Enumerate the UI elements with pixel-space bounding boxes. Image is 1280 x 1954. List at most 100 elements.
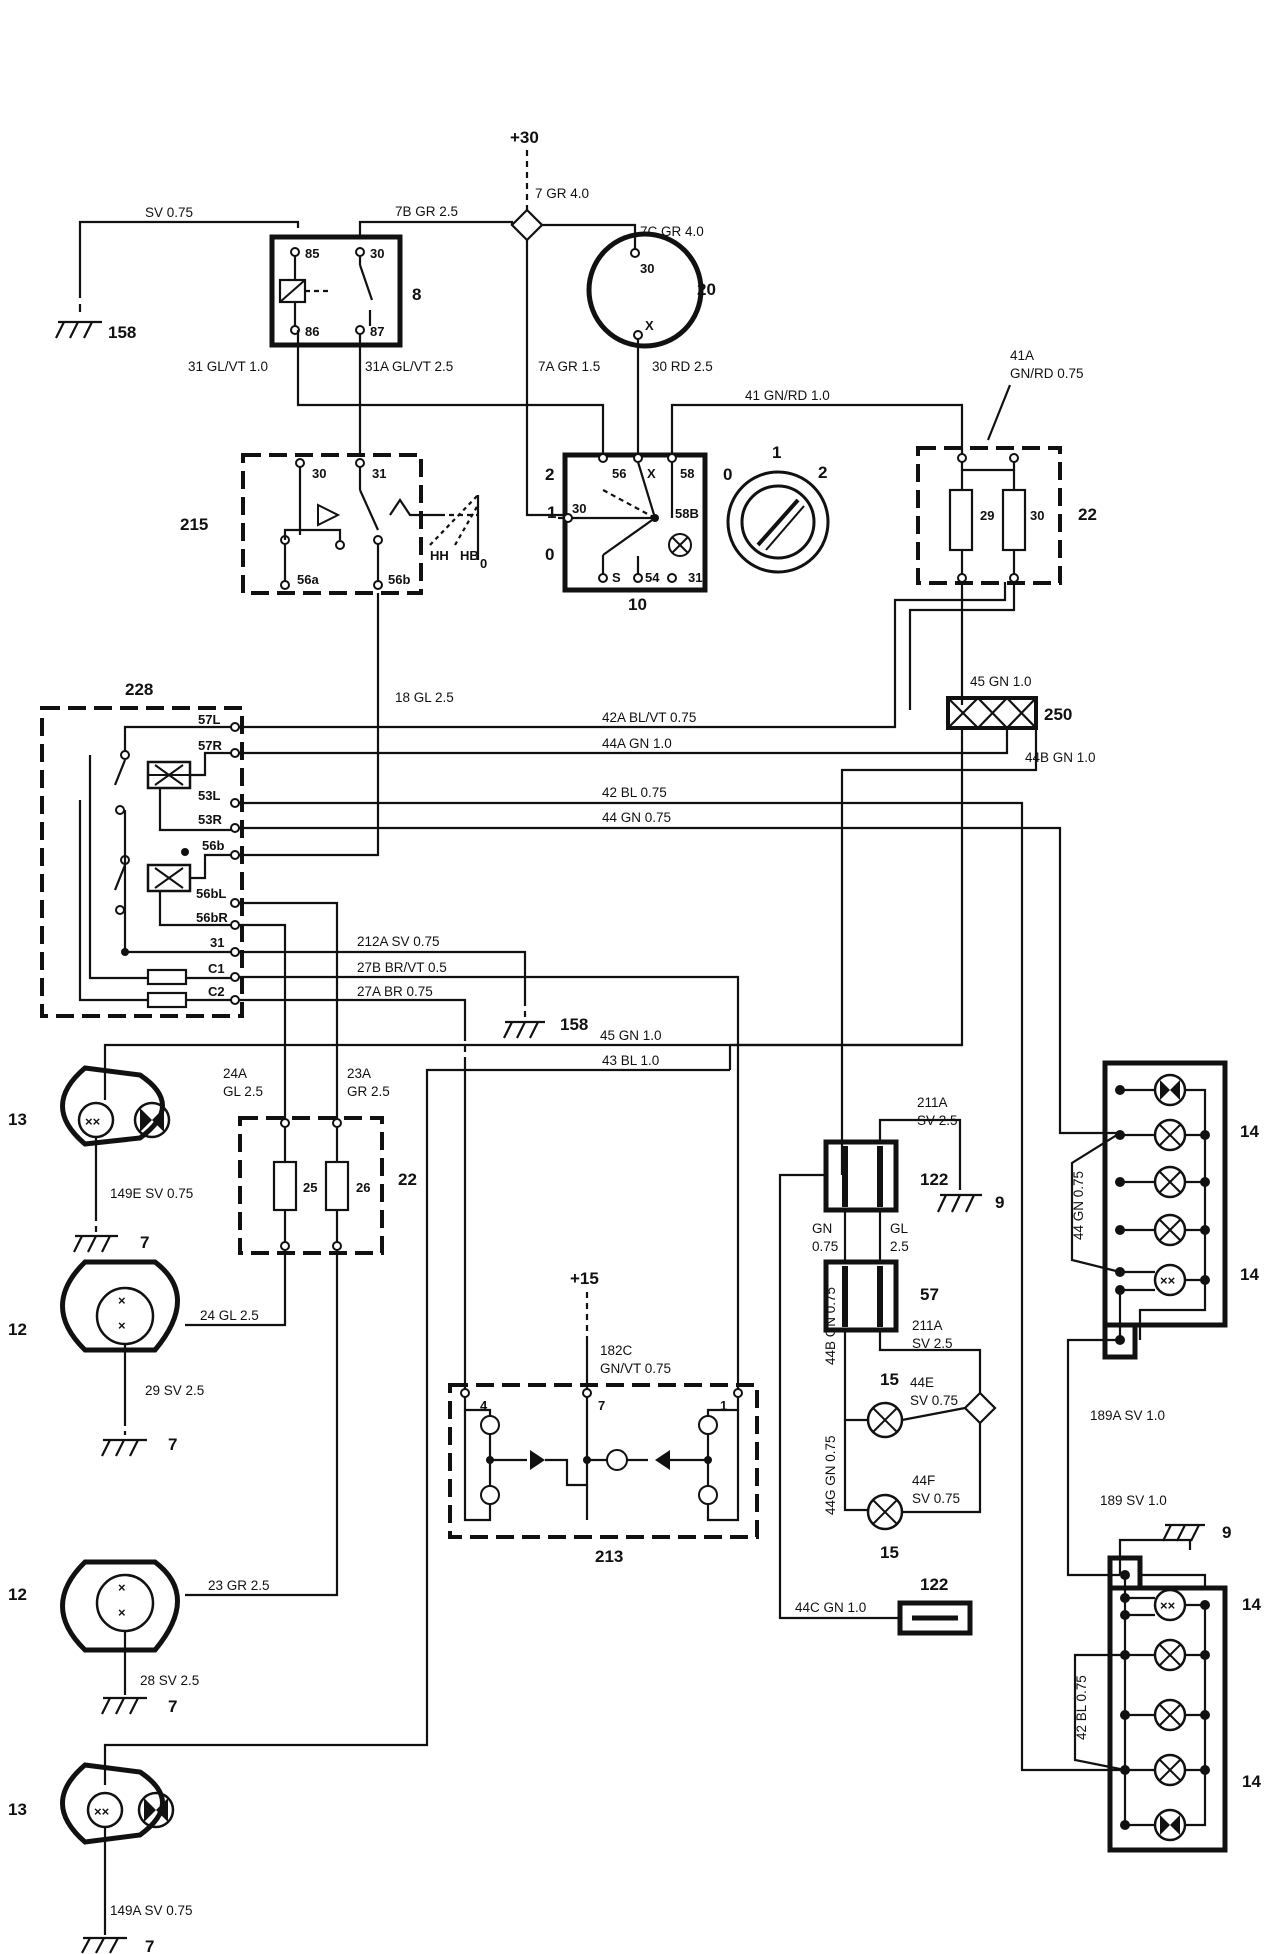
- wire-44-loop: [1070, 1132, 1121, 1274]
- sw10-pin-S: S: [612, 570, 621, 585]
- wire-27A: [239, 998, 467, 1035]
- wire-27A-label: 27A BR 0.75: [357, 984, 433, 999]
- ground-symbol-158-top: [55, 320, 102, 339]
- connector-122-lower: [897, 1600, 973, 1636]
- wire-45-down: [730, 728, 964, 1047]
- ground-7-c: [101, 1696, 147, 1715]
- fuse-25: 25: [303, 1180, 317, 1195]
- pin-C2: C2: [208, 984, 225, 999]
- motor-pin-X: X: [645, 318, 654, 333]
- ground-7-b: [101, 1438, 147, 1457]
- wire-24A-color: GL 2.5: [223, 1084, 263, 1099]
- ground-7-d: [81, 1936, 127, 1954]
- fusebox-22-top: [916, 446, 1062, 585]
- pin-56bR: 56bR: [196, 910, 228, 925]
- wire-189A: [1066, 1338, 1120, 1577]
- wire-189A-label: 189A SV 1.0: [1090, 1408, 1165, 1423]
- pin-56b: 56b: [202, 838, 224, 853]
- ground-9-b: [1162, 1523, 1205, 1542]
- lamp-14-b-label: 14: [1240, 1265, 1259, 1284]
- pin-53L: 53L: [198, 788, 220, 803]
- wire-18: [232, 593, 380, 857]
- wire-189-label: 189 SV 1.0: [1100, 1493, 1167, 1508]
- connector-250-label: 250: [1044, 705, 1072, 724]
- ground-9-b-label: 9: [1222, 1523, 1231, 1542]
- switch-pos-HH: HH: [430, 548, 449, 563]
- wire-sv075-top: [78, 220, 300, 290]
- pin-31: 31: [210, 935, 224, 950]
- fuse-30: 30: [1030, 508, 1044, 523]
- wire-56bR: [239, 923, 287, 1120]
- motor-20-label: 20: [697, 280, 716, 299]
- wire-44E-label: 44E: [910, 1375, 934, 1390]
- lamp-12-upper-label: 12: [8, 1320, 27, 1339]
- switch-pin-31: 31: [372, 466, 386, 481]
- wire-44F-label: 44F: [912, 1473, 935, 1488]
- ground-7-c-label: 7: [168, 1697, 177, 1716]
- wire-44B: [840, 728, 1038, 1140]
- wire-211A-lower-label: 211A: [912, 1318, 943, 1333]
- lamp-cluster-14-lower: [1107, 1585, 1228, 1853]
- svg-text:×: ×: [118, 1580, 126, 1595]
- lamp-14-d-label: 14: [1242, 1772, 1261, 1791]
- wire-211A-lower-color: SV 2.5: [912, 1336, 953, 1351]
- wire-44B-vertical-label: 44B GN 0.75: [823, 1287, 838, 1365]
- motor-20: [586, 231, 704, 349]
- wire-gl-b: 2.5: [890, 1239, 909, 1254]
- wire-45-label: 45 GN 1.0: [600, 1028, 662, 1043]
- connector-122-upper-label: 122: [920, 1170, 948, 1189]
- wire-23A-label: 23A: [347, 1066, 371, 1081]
- m213-pin-1: 1: [720, 1398, 727, 1413]
- sw10-pin-54: 54: [645, 570, 660, 585]
- sw10-pin-58: 58: [680, 466, 694, 481]
- ground-9-a-label: 9: [995, 1193, 1004, 1212]
- svg-text:××: ××: [1160, 1598, 1176, 1613]
- wire-30-label: 30 RD 2.5: [652, 359, 713, 374]
- wire-44-vertical-label: 44 GN 0.75: [1071, 1171, 1086, 1240]
- wire-42-loop: [1073, 1653, 1126, 1772]
- wire-42A-label: 42A BL/VT 0.75: [602, 710, 696, 725]
- wire-31-label: 31 GL/VT 1.0: [188, 359, 268, 374]
- wire-18-label: 18 GL 2.5: [395, 690, 454, 705]
- ground-symbol-158-mid: [503, 1020, 545, 1039]
- wire-7C: [542, 223, 637, 249]
- wire-44F-color: SV 0.75: [912, 1491, 960, 1506]
- wire-212A: [239, 950, 527, 1000]
- wire-7B: [358, 220, 514, 237]
- pin-C1: C1: [208, 961, 225, 976]
- motor-pin-30: 30: [640, 261, 654, 276]
- connector-57-label: 57: [920, 1285, 939, 1304]
- wire-44A-label: 44A GN 1.0: [602, 736, 672, 751]
- m213-pin-7: 7: [598, 1398, 605, 1413]
- wire-149A-label: 149A SV 0.75: [110, 1903, 193, 1918]
- pin-53R: 53R: [198, 812, 222, 827]
- wire-45: [103, 1043, 962, 1100]
- wire-24-label: 24 GL 2.5: [200, 1308, 259, 1323]
- connector-57: [823, 1259, 899, 1333]
- wire-sv075-label: SV 0.75: [145, 205, 193, 220]
- switch-pos-HB: HB: [460, 548, 479, 563]
- lamp-13-upper-label: 13: [8, 1110, 27, 1129]
- wire-gn-b: 0.75: [812, 1239, 838, 1254]
- wire-24A-label: 24A: [223, 1066, 247, 1081]
- sw10-pin-56: 56: [612, 466, 626, 481]
- pin-57L: 57L: [198, 712, 220, 727]
- switch-pin-56b: 56b: [388, 572, 410, 587]
- svg-text:××: ××: [1160, 1273, 1176, 1288]
- wire-41A-color: GN/RD 0.75: [1010, 366, 1084, 381]
- svg-text:×: ×: [118, 1605, 126, 1620]
- wire-43-label: 43 BL 1.0: [602, 1053, 659, 1068]
- switch-10-label: 10: [628, 595, 647, 614]
- sw10-pin-31: 31: [688, 570, 702, 585]
- wire-gn-a: GN: [812, 1221, 832, 1236]
- lamp-13-lower: [60, 1762, 165, 1845]
- wire-7C-label: 7C GR 4.0: [640, 224, 704, 239]
- relay-pin-86: 86: [305, 324, 319, 339]
- fuse-29: 29: [980, 508, 994, 523]
- module-228-pins: 57L 57R 53L 53R 56b 56bL 56bR 31 C1 C2: [196, 712, 240, 1005]
- relay-pin-87: 87: [370, 324, 384, 339]
- knob-pos-2: 2: [818, 463, 827, 482]
- wire-gl-a: GL: [890, 1221, 909, 1236]
- knob-pos-0: 0: [723, 465, 732, 484]
